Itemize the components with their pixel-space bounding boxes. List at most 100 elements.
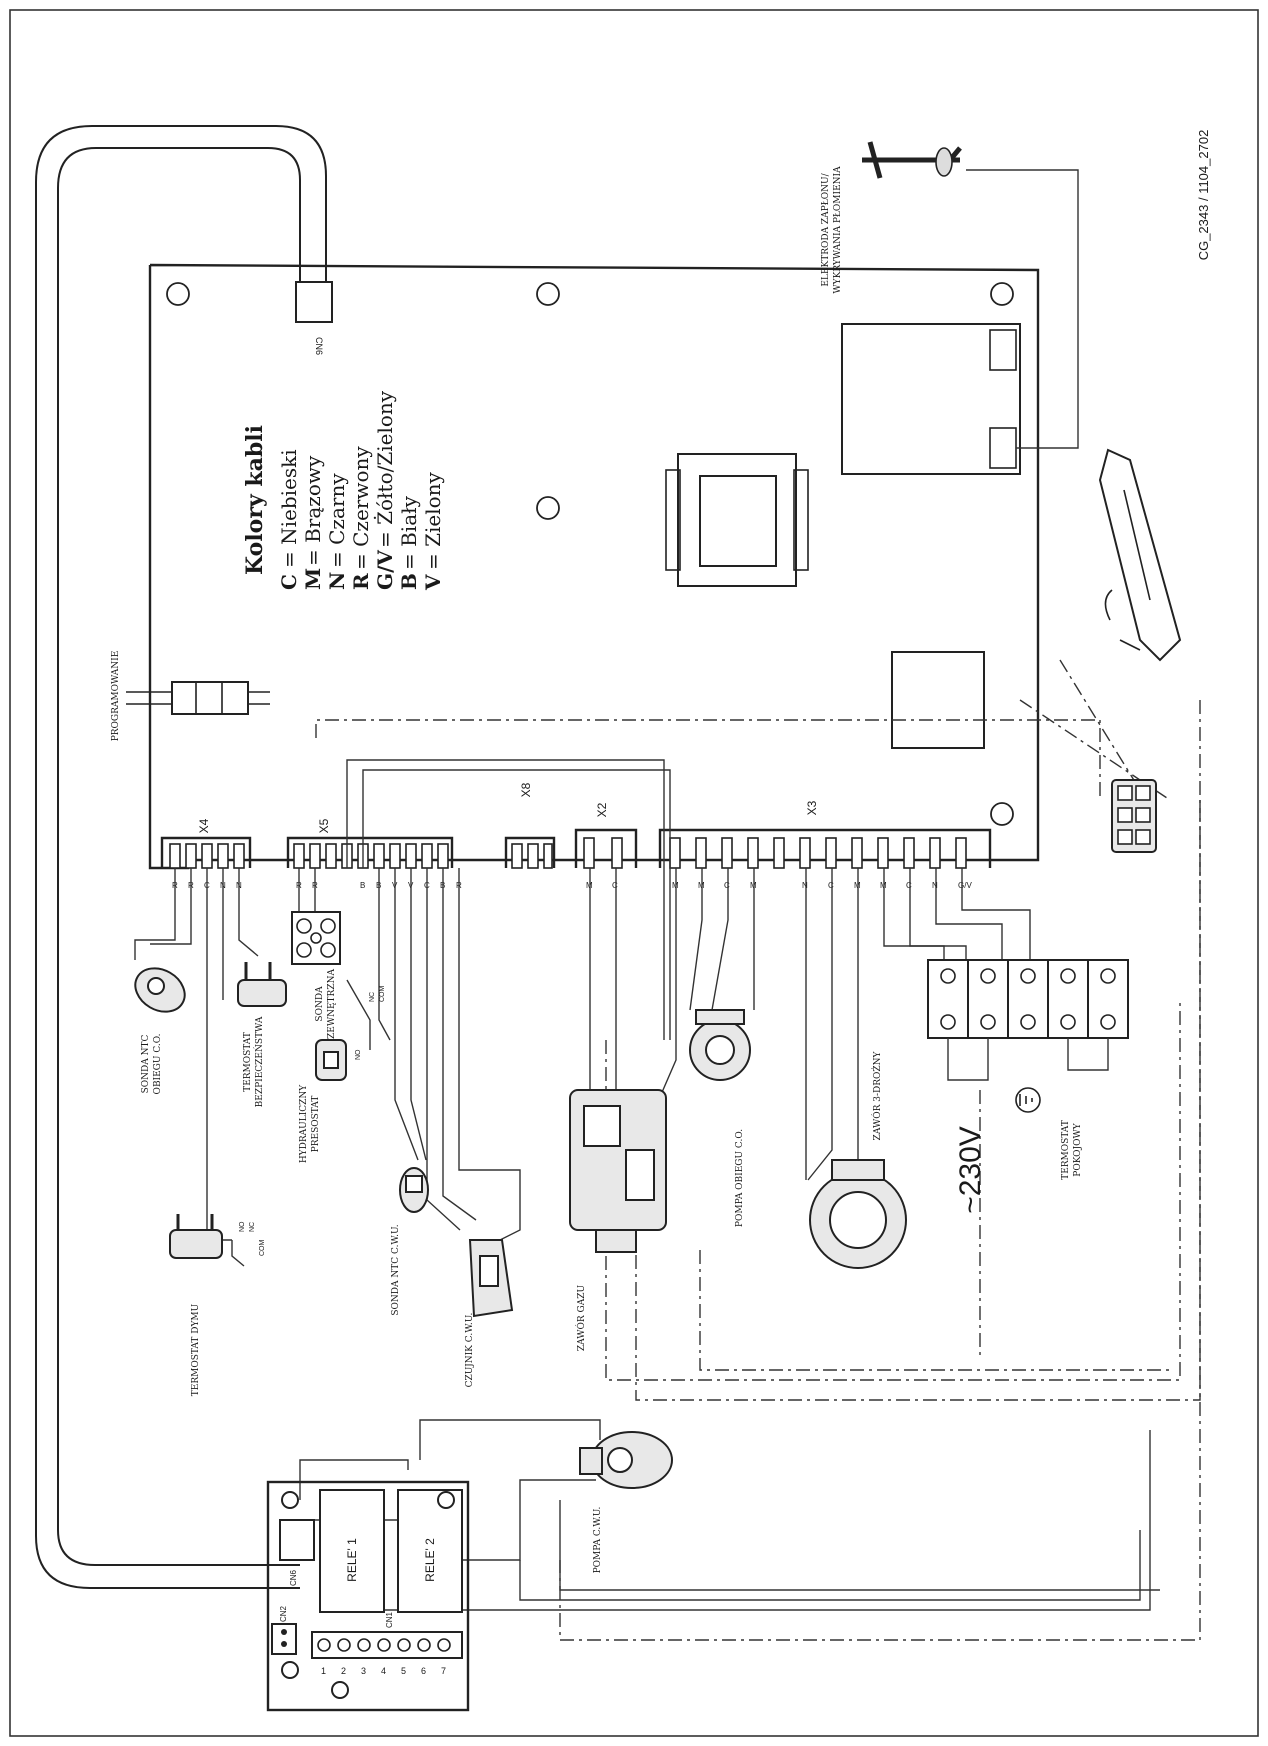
pompa-cwu: [579, 1431, 673, 1489]
connector-x4-label: X4: [197, 818, 211, 833]
sonda-zewnetrzna-terminal: [291, 911, 341, 965]
ignition-terminal: [989, 329, 1017, 371]
termostat-pokojowy-label-1: TERMOSTAT: [1061, 1120, 1071, 1180]
page-frame: [9, 9, 1259, 1737]
pompa-co-label: POMPA OBIEGU C.O.: [735, 1129, 745, 1227]
zawor-gazu: [569, 1089, 667, 1253]
relay-2-label: RELE' 2: [423, 1538, 437, 1582]
burner-bracket-slot: [1104, 489, 1151, 651]
wire-code: C: [612, 881, 618, 890]
legend-item-label: = Brązowy: [301, 455, 325, 566]
legend-item-code: V: [421, 574, 445, 591]
legend-item-code: B: [397, 573, 421, 590]
legend-item-label: = Czarny: [325, 473, 349, 568]
connector-x2-label: X2: [595, 802, 609, 817]
hydrauliczny-presostat: [315, 1039, 347, 1081]
wire-code: N: [932, 881, 938, 890]
presostat-label-2: PRESOSTAT: [311, 1096, 321, 1153]
pompa-cwu-label: POMPA C.W.U.: [593, 1506, 603, 1573]
legend-item-code: N: [325, 572, 349, 590]
relay-board: [266, 1480, 470, 1712]
supply-voltage-label: ~230V: [954, 1126, 987, 1214]
termostat-bezp-label-2: BEZPIECZEŃSTWA: [253, 1016, 265, 1107]
zawor-3-drozny-label: ZAWÓR 3-DROŻNY: [871, 1051, 883, 1141]
programming-label: PROGRAMOWANIE: [111, 651, 121, 742]
transformer: [677, 453, 797, 587]
relay-cn2-label: CN2: [279, 1605, 288, 1622]
board-mount-hole: [990, 282, 1014, 306]
legend-item-code: R: [349, 573, 373, 590]
earth-terminal-block: [1111, 779, 1157, 853]
termostat-dymu-label: TERMOSTAT DYMU: [191, 1303, 201, 1396]
connector-x3-label: X3: [805, 800, 819, 815]
terminal-number: 4: [381, 1666, 386, 1676]
wire-code: C: [828, 881, 834, 890]
connector-x5-label: X5: [317, 818, 331, 833]
relay-cn1-label: CN1: [385, 1611, 394, 1628]
legend-item-label: = Niebieski: [277, 449, 301, 568]
connector-x8-label: X8: [519, 782, 533, 797]
termostat-bezp-label-1: TERMOSTAT: [243, 1032, 253, 1092]
zawor-3-drozny: [809, 1159, 907, 1269]
cn6-socket: [295, 281, 333, 323]
legend-item-label: = Żółto/Zielony: [373, 390, 397, 548]
terminal-number: 3: [361, 1666, 366, 1676]
board-mount-hole: [166, 282, 190, 306]
terminal-number: 5: [401, 1666, 406, 1676]
legend-item-label: = Zielony: [421, 471, 445, 570]
ignition-module: [841, 323, 1021, 475]
wire-code: B: [360, 881, 365, 890]
presostat-label-1: HYDRAULICZNY: [299, 1084, 309, 1163]
programming-connector: [171, 681, 249, 715]
legend-item-code: M: [301, 568, 325, 590]
wire-code: G/V: [958, 881, 972, 890]
zawor-gazu-label: ZAWÓR GAZU: [575, 1284, 587, 1351]
board-mount-hole: [536, 496, 560, 520]
relay-1: [319, 1489, 385, 1613]
wire-code: N: [802, 881, 808, 890]
sonda-ntc-cwu-label: SONDA NTC C.W.U.: [391, 1224, 401, 1315]
board-mount-hole: [990, 802, 1014, 826]
relay-1-label: RELE' 1: [345, 1538, 359, 1582]
sonda-zewnetrzna-label-1: SONDA: [315, 986, 325, 1022]
board-relay: [891, 651, 985, 749]
document-code: CG_2343 / 1104_2702: [1196, 130, 1211, 261]
power-terminal-block: [927, 959, 1129, 1039]
cn6-cable-inner: [35, 125, 327, 1589]
transformer-lug: [665, 469, 681, 571]
legend-item-label: = Czerwony: [349, 446, 373, 570]
transformer-lug: [793, 469, 809, 571]
sonda-ntc-co: [134, 967, 186, 1013]
pompa-obiegu-co: [689, 1009, 751, 1081]
switch-label-com: COM: [379, 986, 386, 1003]
cable-color-legend: Kolory kabli C = Niebieski M = Brązowy N…: [242, 390, 445, 591]
wire-code-labels: R R C N N R R B B V V C B R M C M M C M …: [172, 881, 972, 890]
wire-code: C: [906, 881, 912, 890]
czujnik-cwu-label: CZUJNIK C.W.U.: [465, 1313, 475, 1388]
terminal-number: 6: [421, 1666, 426, 1676]
cn6-label: CN6: [314, 337, 324, 355]
sonda-ntc-cwu: [399, 1167, 429, 1213]
relay-cn6-label: CN6: [289, 1569, 298, 1586]
sonda-ntc-co-label-1: SONDA NTC: [141, 1035, 151, 1094]
legend-item-code: G/V: [373, 550, 397, 590]
electrode-label-2: WYKRYWANIA PŁOMIENIA: [833, 166, 843, 294]
electrode-insulator: [935, 147, 953, 177]
cn6-cable: [57, 147, 301, 1566]
board-mount-hole: [536, 282, 560, 306]
termostat-pokojowy-label-2: POKOJOWY: [1073, 1122, 1083, 1177]
switch-label-no-2: NO: [239, 1221, 246, 1232]
czujnik-cwu: [468, 1239, 514, 1318]
sonda-zewnetrzna-label-2: ZEWNĘTRZNA: [327, 969, 337, 1039]
relay-2: [397, 1489, 463, 1613]
terminal-number: 1: [321, 1666, 326, 1676]
sonda-ntc-co-label-2: OBIEGU C.O.: [153, 1033, 163, 1094]
relay-terminal-numbers: 1 2 3 4 5 6 7: [321, 1666, 446, 1676]
switch-label-nc-2: NC: [249, 1222, 256, 1232]
switch-label-com-2: COM: [259, 1240, 266, 1257]
termostat-dymu: [169, 1214, 223, 1259]
termostat-bezpieczenstwa: [237, 962, 287, 1007]
wire-code: C: [724, 881, 730, 890]
earth-symbol: [1015, 1087, 1041, 1113]
